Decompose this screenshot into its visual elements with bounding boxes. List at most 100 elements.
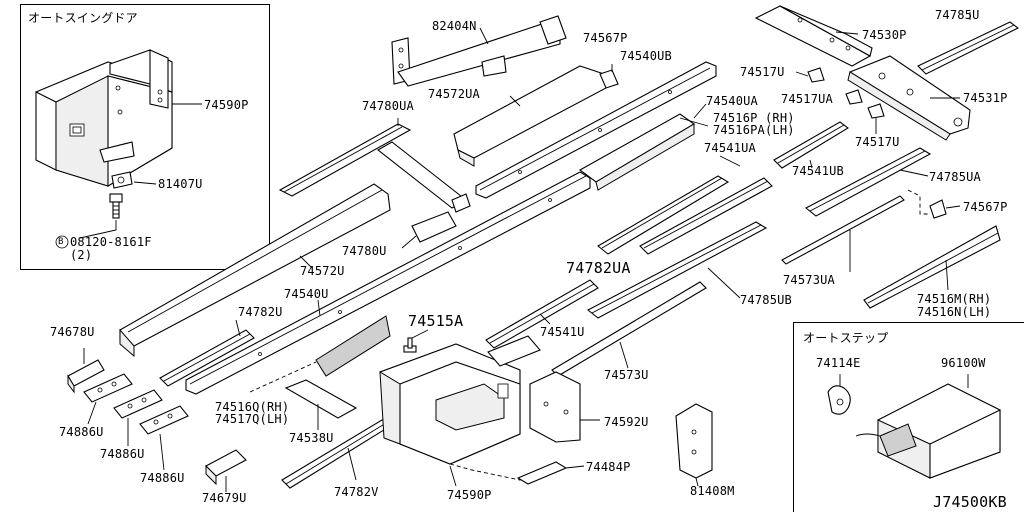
rail-74516M xyxy=(863,225,1001,309)
label-74540U: 74540U xyxy=(284,287,329,301)
label-74592U: 74592U xyxy=(604,415,649,429)
panel-74516Q xyxy=(249,315,391,393)
label-74531P: 74531P xyxy=(963,91,1008,105)
rail-74785UA xyxy=(805,147,932,217)
bracket-74886U-3 xyxy=(139,405,189,471)
label-08120-8161F: 08120-8161F xyxy=(70,235,152,249)
bracket-81408M xyxy=(675,403,713,487)
label-74516N-lh: 74516N(LH) xyxy=(917,305,992,319)
bracket-81407U xyxy=(111,171,157,189)
label-74541UA: 74541UA xyxy=(704,141,756,155)
rail-74785UB xyxy=(586,221,768,319)
label-81408M: 81408M xyxy=(690,484,735,498)
label-74516P-rh: 74516P (RH) xyxy=(713,111,795,125)
rail-74573UA xyxy=(781,195,905,272)
label-74590P: 74590P xyxy=(447,488,492,502)
rail-74785U xyxy=(917,12,1020,75)
label-74538U: 74538U xyxy=(289,431,334,445)
auto-swing-door-inset xyxy=(20,4,270,270)
bracket-74886U-1 xyxy=(83,373,133,425)
label-74590P-inset: 74590P xyxy=(204,98,249,112)
clip-74567P-b xyxy=(907,189,961,219)
auto-swing-door-title: オートスイングドア xyxy=(28,11,138,25)
frame-74780UA xyxy=(278,118,471,213)
label-74785UA: 74785UA xyxy=(929,170,981,184)
label-74515A: 74515A xyxy=(408,312,464,330)
part-74515A-bracket xyxy=(487,335,541,367)
label-74484P: 74484P xyxy=(586,460,631,474)
label-74540UA: 74540UA xyxy=(706,94,758,108)
label-74782UA: 74782UA xyxy=(566,259,631,277)
label-74886U-2: 74886U xyxy=(100,447,145,461)
rail-74541UA xyxy=(597,155,773,255)
label-81407U: 81407U xyxy=(158,177,203,191)
rail-74572U xyxy=(119,183,391,358)
label-82404N: 82404N xyxy=(432,19,477,33)
rail-74782U xyxy=(159,319,255,387)
sensor-74114E xyxy=(827,374,851,415)
label-74517U: 74517U xyxy=(740,65,785,79)
label-74573UA: 74573UA xyxy=(783,273,835,287)
label-74517UA: 74517UA xyxy=(781,92,833,106)
bolt-74515A xyxy=(403,329,429,353)
label-74541UB: 74541UB xyxy=(792,164,844,178)
label-74780U: 74780U xyxy=(342,244,387,258)
rail-74540U xyxy=(185,171,591,395)
auto-step-inset xyxy=(793,322,1024,512)
label-96100W: 96100W xyxy=(941,356,986,370)
bolt-symbol: B xyxy=(58,237,64,247)
label-08120-qty: (2) xyxy=(70,248,93,262)
diagram-code: J74500KB xyxy=(933,493,1007,511)
label-74541U: 74541U xyxy=(540,325,585,339)
part-74484P xyxy=(516,461,585,485)
label-74782V: 74782V xyxy=(334,485,379,499)
bracket-74678U xyxy=(67,348,105,394)
bracket-74679U xyxy=(205,449,247,492)
rail-74572UA xyxy=(453,65,607,167)
crossmember-74531P xyxy=(847,55,971,141)
label-74530P: 74530P xyxy=(862,28,907,42)
label-74114E: 74114E xyxy=(816,356,861,370)
auto-step-title: オートステップ xyxy=(803,331,889,345)
bracket-82404N xyxy=(391,15,567,87)
label-74517U-b: 74517U xyxy=(855,135,900,149)
panel-74540UA xyxy=(578,103,709,191)
label-74573U: 74573U xyxy=(604,368,649,382)
label-74679U: 74679U xyxy=(202,491,247,505)
label-74540UB: 74540UB xyxy=(620,49,672,63)
clip-74517U-b xyxy=(867,103,885,134)
label-74517Q-lh: 74517Q(LH) xyxy=(215,412,290,426)
label-74785U: 74785U xyxy=(935,8,980,22)
label-74567P-b: 74567P xyxy=(963,200,1008,214)
step-96100W xyxy=(855,374,1001,479)
rail-74541UB xyxy=(773,121,849,169)
label-74780UA: 74780UA xyxy=(362,99,414,113)
label-74516Q-rh: 74516Q(RH) xyxy=(215,400,290,414)
bracket-74886U-2 xyxy=(113,389,163,446)
crossmember-74530P xyxy=(754,5,873,67)
label-74886U-3: 74886U xyxy=(140,471,185,485)
rail-74541U xyxy=(485,279,599,349)
clip-74567P xyxy=(599,64,619,89)
label-74678U: 74678U xyxy=(50,325,95,339)
label-74572UA: 74572UA xyxy=(428,87,480,101)
plate-74592U xyxy=(529,371,600,443)
label-74782U: 74782U xyxy=(238,305,283,319)
label-74785UB: 74785UB xyxy=(740,293,792,307)
label-74516PA-lh: 74516PA(LH) xyxy=(713,123,795,137)
clip-74517UA xyxy=(845,89,863,105)
rail-74782V xyxy=(281,413,401,489)
box-74590P xyxy=(379,343,561,487)
swing-door-box-74590P xyxy=(35,49,202,187)
rail-74538U xyxy=(284,379,358,430)
label-74516M-rh: 74516M(RH) xyxy=(917,292,992,306)
rail-74540UB xyxy=(475,61,717,199)
label-74567P: 74567P xyxy=(583,31,628,45)
bolt-08120-8161F xyxy=(55,193,123,249)
label-74886U-1: 74886U xyxy=(59,425,104,439)
clip-74517U xyxy=(795,67,825,83)
part-74780U xyxy=(401,211,457,249)
label-74572U: 74572U xyxy=(300,264,345,278)
